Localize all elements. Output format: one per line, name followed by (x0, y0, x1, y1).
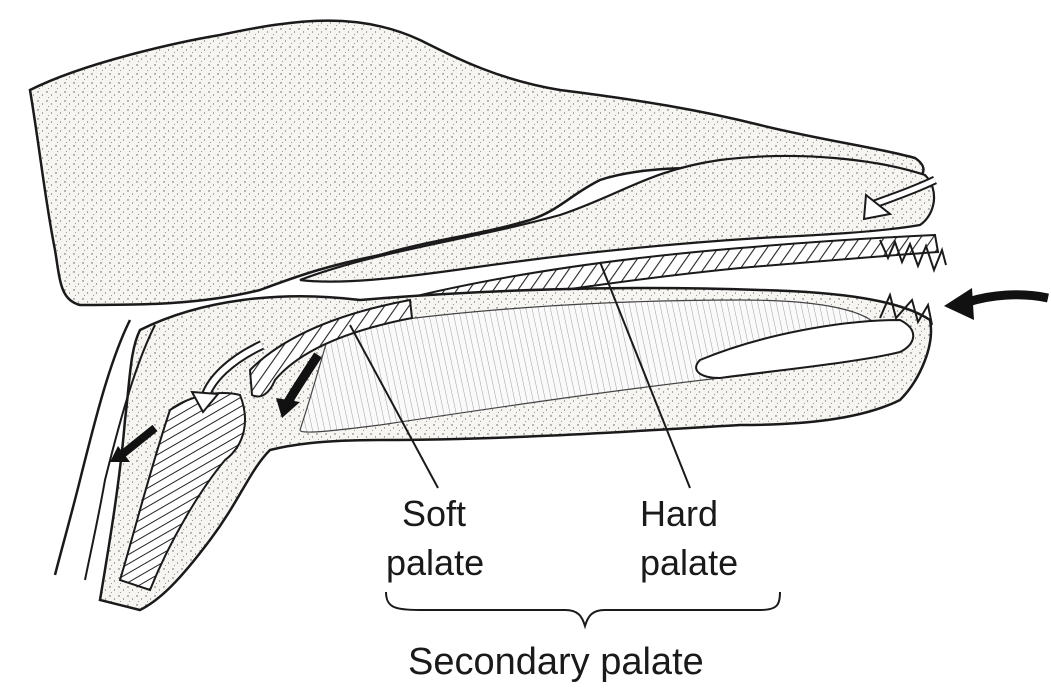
soft-palate-label-line2: palate (386, 541, 484, 585)
food-entry-arrowhead (944, 288, 974, 320)
secondary-palate-label: Secondary palate (408, 640, 704, 684)
food-entry-arrow (968, 295, 1048, 302)
hard-palate-label-line2: palate (640, 541, 738, 585)
secondary-palate-brace (386, 592, 780, 626)
soft-palate-label-line1: Soft (402, 492, 466, 536)
hard-palate-label-line1: Hard (640, 492, 718, 536)
